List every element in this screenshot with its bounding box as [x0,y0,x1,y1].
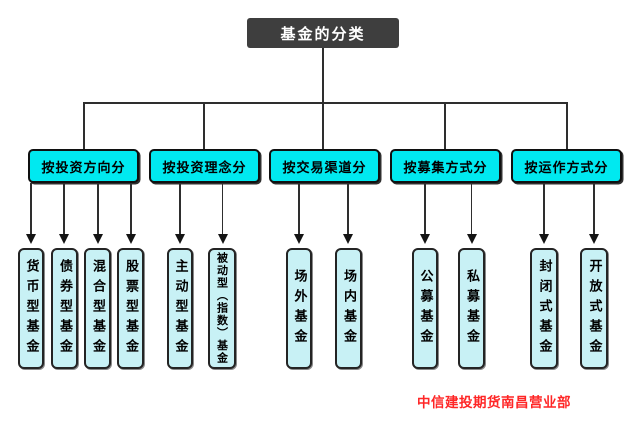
arrow-down-icon [93,234,103,244]
arrow-to-active-fund [175,183,185,244]
category-label: 按运作方式分 [524,160,609,176]
leaf-node-exchange-fund: 场内基金 [335,248,362,369]
connector-category-3 [322,102,324,149]
arrow-down-icon [294,234,304,244]
leaf-label: 场内基金 [341,268,356,349]
category-label: 按投资理念分 [162,160,247,176]
arrow-shaft [179,183,181,234]
branch-office-watermark: 中信建投期货南昌营业部 [417,395,571,411]
arrow-down-icon [59,234,69,244]
arrow-to-exchange-fund [343,183,353,244]
arrow-down-icon [589,234,599,244]
arrow-shaft [97,183,99,234]
leaf-label: 货币型基金 [23,258,39,359]
connector-category-2 [203,102,205,149]
arrow-to-stock-fund [126,183,136,244]
arrow-to-open-end-fund [589,183,599,244]
arrow-to-bond-fund [59,183,69,244]
arrow-shaft [593,183,595,234]
category-label: 按投资方向分 [41,160,126,176]
leaf-label: 主动型基金 [172,258,188,359]
arrow-to-closed-end-fund [539,183,549,244]
arrow-to-money-fund [26,183,36,244]
category-label: 按交易渠道分 [282,160,367,176]
leaf-label: 私募基金 [464,268,479,349]
arrow-shaft [30,183,32,234]
arrow-shaft [347,183,349,234]
arrow-shaft [63,183,65,234]
leaf-node-money-fund: 货币型基金 [18,248,44,369]
connector-root-vertical [322,48,324,102]
leaf-label: 股票型基金 [123,258,138,359]
leaf-node-otc-fund: 场外基金 [286,248,312,369]
arrow-shaft [543,183,545,234]
root-node: 基金的分类 [247,18,399,48]
leaf-label: 被动型（指数）基金 [215,252,229,365]
leaf-node-bond-fund: 债券型基金 [51,248,78,369]
connector-category-5 [566,102,568,149]
arrow-down-icon [539,234,549,244]
arrow-to-otc-fund [294,183,304,244]
arrow-down-icon [217,234,228,244]
arrow-shaft [298,183,300,234]
arrow-to-private-fund [466,183,477,244]
arrow-to-hybrid-fund [93,183,103,244]
arrow-down-icon [175,234,185,244]
leaf-label: 封闭式基金 [536,258,552,359]
category-node-trading-channel: 按交易渠道分 [269,149,380,183]
leaf-node-open-end-fund: 开放式基金 [580,248,608,369]
arrow-down-icon [466,234,477,244]
leaf-node-hybrid-fund: 混合型基金 [84,248,111,369]
leaf-label: 债券型基金 [57,258,72,359]
connector-category-1 [83,102,85,149]
leaf-node-passive-index-fund: 被动型（指数）基金 [208,248,236,369]
arrow-shaft [221,183,224,234]
leaf-node-stock-fund: 股票型基金 [117,248,144,369]
arrow-down-icon [126,234,136,244]
connector-horizontal-bus [83,102,568,104]
arrow-shaft [130,183,132,234]
category-node-investment-direction: 按投资方向分 [28,149,139,183]
leaf-label: 开放式基金 [586,258,602,359]
leaf-label: 公募基金 [417,268,433,349]
arrow-down-icon [26,234,36,244]
leaf-label: 场外基金 [291,268,307,349]
category-node-operation-mode: 按运作方式分 [511,149,622,183]
arrow-to-public-fund [420,183,430,244]
leaf-node-active-fund: 主动型基金 [167,248,193,369]
connector-category-4 [444,102,446,149]
arrow-down-icon [420,234,430,244]
arrow-shaft [424,183,426,234]
leaf-node-closed-end-fund: 封闭式基金 [530,248,558,369]
leaf-node-public-fund: 公募基金 [412,248,438,369]
leaf-label: 混合型基金 [90,258,105,359]
arrow-down-icon [343,234,353,244]
root-node-label: 基金的分类 [280,24,366,43]
arrow-to-passive-index-fund [217,183,228,244]
category-node-investment-philosophy: 按投资理念分 [149,149,260,183]
arrow-shaft [470,183,473,234]
category-label: 按募集方式分 [403,160,488,176]
category-node-fundraising-method: 按募集方式分 [390,149,501,183]
leaf-node-private-fund: 私募基金 [458,248,485,369]
